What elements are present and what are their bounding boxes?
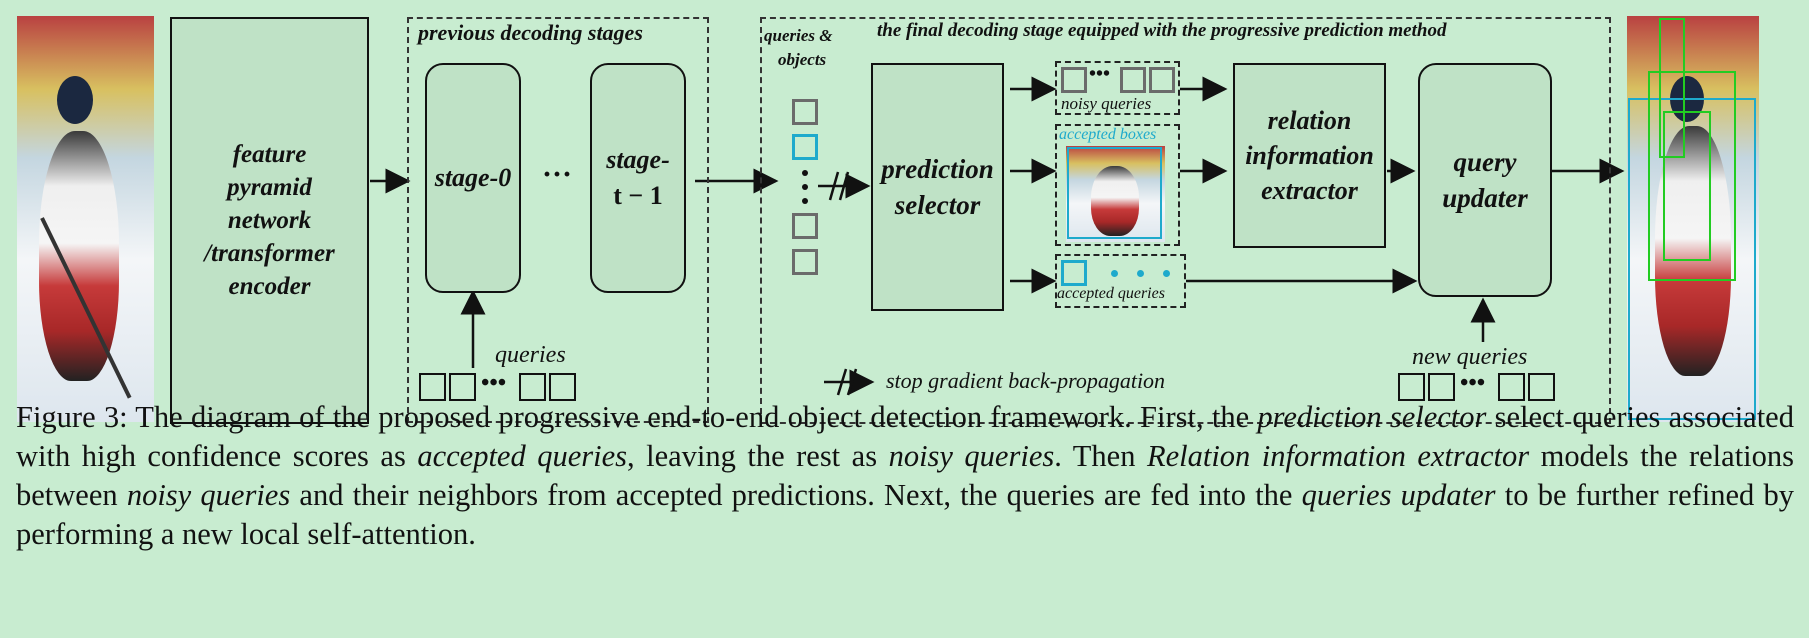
encoder-line-3: network [227, 207, 312, 234]
thumbnail-player [1091, 166, 1139, 236]
caption-part: , leaving the rest as [626, 439, 889, 473]
caption-emphasis: noisy queries [888, 439, 1055, 473]
noisy-query-square [1149, 67, 1175, 93]
caption-part: Figure 3: The diagram of the proposed pr… [16, 400, 1258, 434]
query-updater-label-b: updater [1442, 183, 1528, 213]
noisy-query-square [1061, 67, 1087, 93]
accepted-dot [1163, 270, 1170, 277]
stage-0-label: stage-0 [434, 163, 512, 192]
query-object-square [792, 249, 818, 275]
query-square [449, 373, 476, 401]
column-dot [802, 184, 808, 190]
final-stage-group [760, 17, 1611, 424]
caption-part: and their neighbors from accepted predic… [290, 478, 1302, 512]
initial-queries-label: queries [495, 342, 566, 368]
column-dot [802, 198, 808, 204]
queries-objects-label-a: queries & [764, 26, 833, 45]
query-ellipsis: ••• [481, 370, 507, 396]
accepted-queries-label: accepted queries [1057, 285, 1165, 302]
accepted-boxes-label: accepted boxes [1059, 126, 1157, 143]
output-image [1627, 16, 1759, 422]
accepted-queries-group [1055, 254, 1186, 308]
prediction-selector-label-a: prediction [881, 154, 994, 184]
new-query-ellipsis: ••• [1460, 370, 1486, 396]
final-stage-title: the final decoding stage equipped with t… [877, 20, 1447, 41]
caption-emphasis: queries updater [1301, 478, 1496, 512]
detection-box-cyan [1628, 98, 1756, 420]
caption-emphasis: prediction selector [1257, 400, 1487, 434]
accepted-query-square [1061, 260, 1087, 286]
prediction-selector-box: prediction selector [871, 63, 1004, 311]
query-square [549, 373, 576, 401]
stage-t-minus-1-label-b: t − 1 [613, 181, 663, 210]
caption-emphasis: accepted queries [417, 439, 627, 473]
stop-gradient-mark [828, 171, 850, 201]
stage-t-minus-1-box: stage- t − 1 [590, 63, 686, 293]
detection-box-green [1663, 111, 1711, 261]
noisy-query-square [1120, 67, 1146, 93]
caption-part: select queries associated with high conf… [16, 400, 1794, 473]
relation-extractor-box: relation information extractor [1233, 63, 1386, 248]
connector-layer [370, 76, 1625, 396]
new-query-square [1428, 373, 1455, 401]
previous-stages-title: previous decoding stages [418, 20, 643, 45]
second-player [57, 76, 93, 124]
accepted-box-overlay [1067, 147, 1162, 239]
encoder-line-5: encoder [228, 273, 311, 300]
noisy-queries-group [1055, 61, 1180, 115]
accepted-boxes-thumbnail [1066, 146, 1165, 242]
figure-caption: Figure 3: The diagram of the proposed pr… [16, 398, 1794, 554]
noisy-queries-label: noisy queries [1061, 94, 1152, 113]
relation-label-a: relation [1267, 106, 1352, 135]
caption-part: to be further refined by performing a ne… [16, 478, 1794, 551]
input-image [17, 16, 154, 422]
stage-t-minus-1-label-a: stage- [606, 145, 670, 174]
stage-0-box: stage-0 [425, 63, 521, 293]
query-updater-box: query updater [1418, 63, 1552, 297]
query-updater-label-a: query [1453, 147, 1517, 177]
query-object-square [792, 213, 818, 239]
query-square [519, 373, 546, 401]
caption-emphasis: noisy queries [126, 478, 291, 512]
encoder-line-1: feature [232, 141, 307, 168]
accepted-boxes-group [1055, 124, 1180, 246]
encoder-line-2: pyramid [227, 174, 312, 201]
noisy-ellipsis: ••• [1089, 63, 1111, 85]
accepted-query-object-square [792, 134, 818, 160]
new-query-square [1528, 373, 1555, 401]
new-queries-label: new queries [1412, 344, 1528, 370]
output-player-figure [1655, 126, 1731, 376]
caption-part: . Then [1054, 439, 1147, 473]
stop-gradient-legend: stop gradient back-propagation [886, 368, 1166, 393]
legend-stop-gradient-mark [836, 368, 858, 396]
detection-box-green [1648, 71, 1736, 281]
relation-label-c: extractor [1261, 176, 1358, 205]
caption-emphasis: Relation information extractor [1146, 439, 1530, 473]
query-object-square [792, 99, 818, 125]
player-figure [39, 131, 119, 381]
accepted-dot [1111, 270, 1118, 277]
encoder-line-4: /transformer [204, 240, 335, 267]
new-query-square [1398, 373, 1425, 401]
column-dot [802, 170, 808, 176]
caption-part: models the relations between [16, 439, 1795, 512]
accepted-dot [1137, 270, 1144, 277]
detection-box-green [1659, 18, 1685, 158]
previous-stages-group [407, 17, 709, 423]
relation-label-b: information [1245, 141, 1374, 170]
encoder-box: feature pyramid network /transformer enc… [170, 17, 369, 424]
queries-objects-label-b: objects [778, 50, 827, 69]
stages-ellipsis: ··· [542, 158, 573, 191]
new-query-square [1498, 373, 1525, 401]
query-square [419, 373, 446, 401]
prediction-selector-label-b: selector [894, 190, 981, 220]
